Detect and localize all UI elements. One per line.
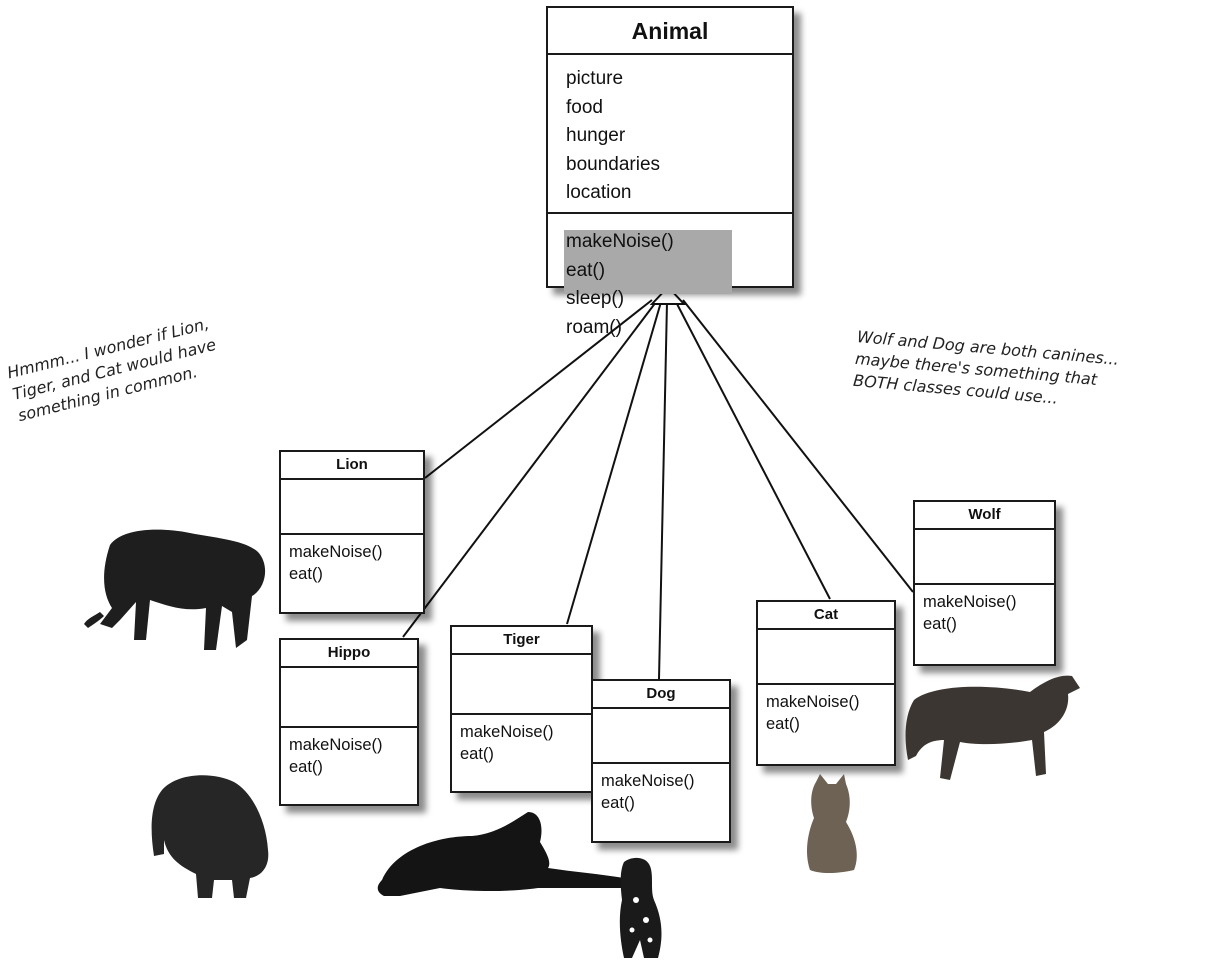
hippo-class-box: Hippo makeNoise() eat() [279,638,419,806]
method-makenoise: makeNoise() [923,593,1017,611]
class-name-dog: Dog [593,681,729,709]
attribute-list [758,630,894,685]
attribute-hunger: hunger [566,125,626,146]
method-eat: eat() [601,794,635,812]
method-roam: roam() [566,316,622,338]
attribute-list: picture food hunger boundaries location [548,55,792,214]
lion-class-box: Lion makeNoise() eat() [279,450,425,614]
dog-class-box: Dog makeNoise() eat() [591,679,731,843]
dog-photo [619,857,662,958]
method-sleep: sleep() [566,288,625,309]
connector-tiger [566,301,662,625]
class-name-lion: Lion [281,452,423,480]
method-makenoise: makeNoise() [289,543,383,561]
attribute-food: food [566,96,603,118]
method-eat: eat() [289,565,323,583]
method-eat: eat() [766,715,800,733]
wolf-class-box: Wolf makeNoise() eat() [913,500,1056,666]
method-list: makeNoise() eat() [915,585,1054,635]
tiger-photo [377,812,624,896]
class-name-tiger: Tiger [452,627,591,655]
method-makenoise: makeNoise() [289,736,383,754]
wolf-photo [905,675,1080,780]
method-makenoise: makeNoise() [766,693,860,711]
inheritance-triangle [649,285,687,305]
method-list: makeNoise() eat() [593,764,729,814]
attribute-list [452,655,591,715]
class-name-cat: Cat [758,602,894,630]
lion-photo [84,529,266,650]
method-list: makeNoise() eat() [758,685,894,735]
method-eat: eat() [460,745,494,763]
hippo-photo [151,775,269,898]
attribute-location: location [566,182,632,203]
method-makenoise: makeNoise() [460,723,554,741]
method-eat: eat() [923,615,957,633]
class-name-hippo: Hippo [281,640,417,668]
attribute-list [915,530,1054,585]
class-name-wolf: Wolf [915,502,1054,530]
attribute-list [281,668,417,728]
method-makenoise: makeNoise() [566,231,674,252]
method-eat: eat() [289,758,323,776]
connector-cat [675,301,831,600]
connector-hippo [402,301,657,638]
attribute-list [281,480,423,535]
method-list: makeNoise() eat() sleep() roam() [548,214,792,342]
cat-class-box: Cat makeNoise() eat() [756,600,896,766]
attribute-list [593,709,729,764]
method-makenoise: makeNoise() [601,772,695,790]
connector-wolf [682,299,914,593]
attribute-boundaries: boundaries [566,153,661,175]
connector-lion [424,299,653,479]
connector-dog [658,301,668,680]
method-list: makeNoise() eat() [281,535,423,585]
method-list: makeNoise() eat() [452,715,591,765]
class-name-animal: Animal [548,8,792,55]
method-list: makeNoise() eat() [281,728,417,778]
attribute-picture: picture [566,68,624,89]
method-highlight [564,230,732,294]
cat-photo [807,774,857,873]
tiger-class-box: Tiger makeNoise() eat() [450,625,593,793]
method-eat: eat() [566,259,606,281]
animal-class-box: Animal picture food hunger boundaries lo… [546,6,794,338]
